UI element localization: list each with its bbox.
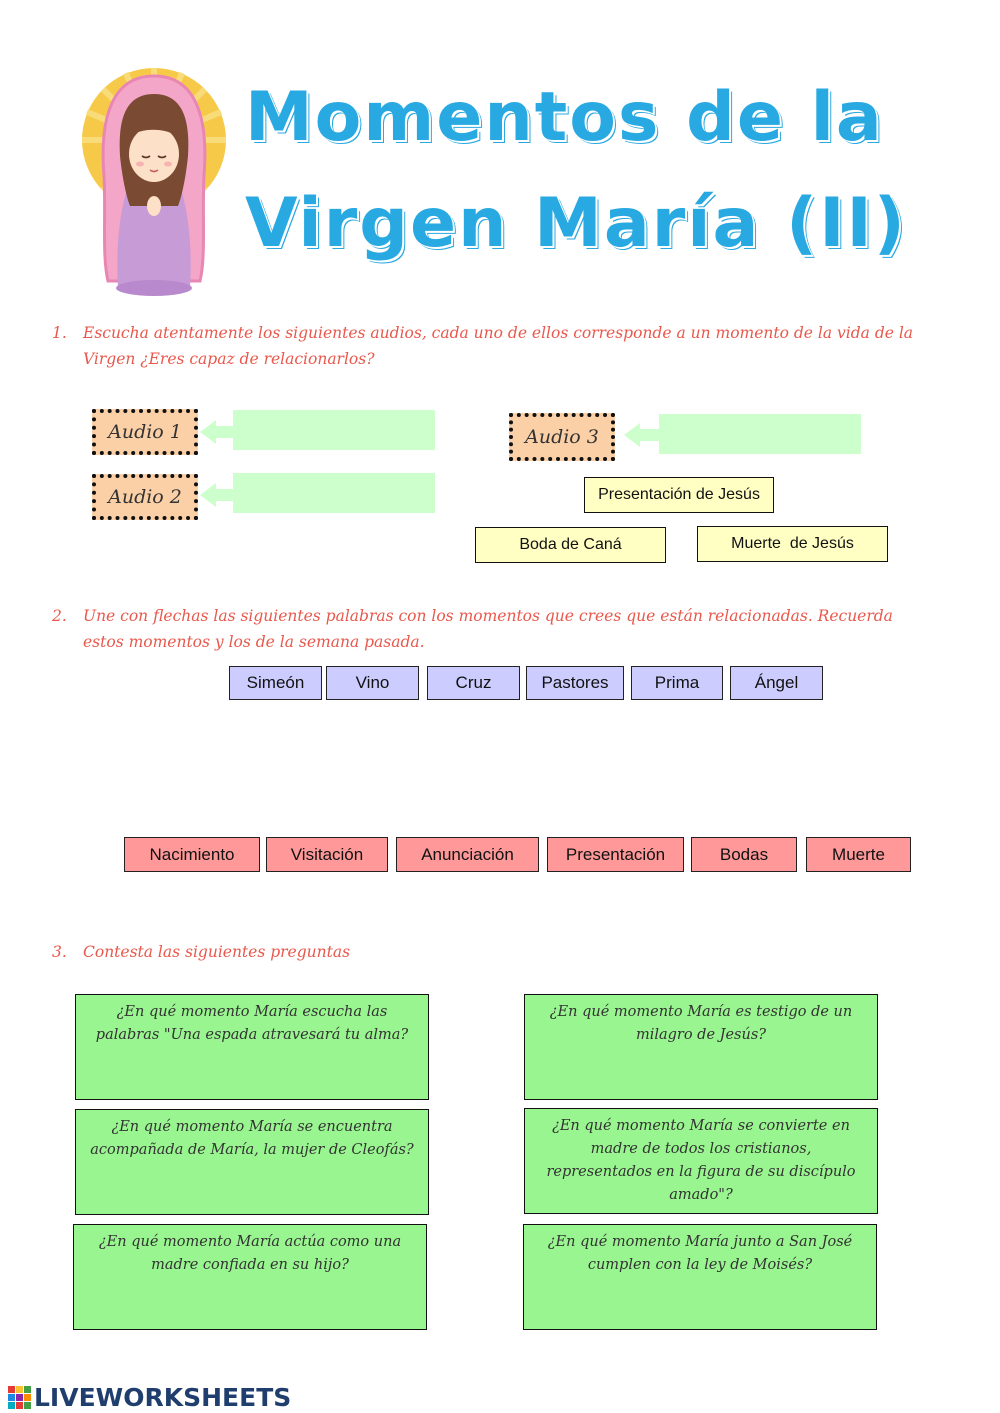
- audio-1-answer-field[interactable]: [233, 410, 435, 450]
- section1-instruction: 1. Escucha atentamente los siguientes au…: [52, 320, 932, 372]
- section2-text: Une con flechas las siguientes palabras …: [83, 607, 893, 651]
- audio-2-button[interactable]: Audio 2: [92, 474, 198, 520]
- question-3-box[interactable]: ¿En qué momento María se encuentra acomp…: [75, 1109, 429, 1215]
- arrow-left-icon: [200, 483, 236, 507]
- question-6-box[interactable]: ¿En qué momento María junto a San José c…: [523, 1224, 877, 1330]
- section3-number: 3.: [52, 943, 67, 961]
- word-angel[interactable]: Ángel: [730, 666, 823, 700]
- word-prima[interactable]: Prima: [631, 666, 723, 700]
- section3-text: Contesta las siguientes preguntas: [83, 943, 351, 961]
- option-presentacion-de-jesus: Presentación de Jesús: [584, 477, 774, 513]
- question-2-box[interactable]: ¿En qué momento María es testigo de un m…: [524, 994, 878, 1100]
- question-1-box[interactable]: ¿En qué momento María escucha las palabr…: [75, 994, 429, 1100]
- moment-bodas[interactable]: Bodas: [691, 837, 797, 872]
- audio-1-button[interactable]: Audio 1: [92, 409, 198, 455]
- section1-text: Escucha atentamente los siguientes audio…: [83, 324, 914, 368]
- section2-number: 2.: [52, 607, 67, 625]
- question-5-box[interactable]: ¿En qué momento María actúa como una mad…: [73, 1224, 427, 1330]
- logo-grid-icon: [8, 1386, 31, 1409]
- audio-3-button[interactable]: Audio 3: [509, 413, 615, 461]
- worksheet-title-line1: Momentos de la: [245, 78, 884, 157]
- worksheet-title-line2: Virgen María (II): [245, 184, 907, 263]
- word-vino[interactable]: Vino: [326, 666, 419, 700]
- arrow-left-icon: [624, 423, 660, 447]
- logo-brand-text: LIVEWORKSHEETS: [34, 1383, 292, 1412]
- virgin-mary-illustration: [82, 68, 226, 296]
- audio-2-answer-field[interactable]: [233, 473, 435, 513]
- liveworksheets-logo: LIVEWORKSHEETS: [8, 1383, 291, 1412]
- question-4-box[interactable]: ¿En qué momento María se convierte en ma…: [524, 1108, 878, 1214]
- section2-instruction: 2. Une con flechas las siguientes palabr…: [52, 603, 932, 655]
- moment-visitacion[interactable]: Visitación: [266, 837, 388, 872]
- section1-number: 1.: [52, 324, 67, 342]
- moment-nacimiento[interactable]: Nacimiento: [124, 837, 260, 872]
- option-muerte-de-jesus: Muerte de Jesús: [697, 526, 888, 562]
- word-simeon[interactable]: Simeón: [229, 666, 322, 700]
- arrow-left-icon: [200, 420, 236, 444]
- moment-anunciacion[interactable]: Anunciación: [396, 837, 539, 872]
- section3-instruction: 3. Contesta las siguientes preguntas: [52, 939, 932, 965]
- moment-presentacion[interactable]: Presentación: [547, 837, 684, 872]
- word-cruz[interactable]: Cruz: [427, 666, 520, 700]
- moment-muerte[interactable]: Muerte: [806, 837, 911, 872]
- option-boda-de-cana: Boda de Caná: [475, 527, 666, 563]
- word-pastores[interactable]: Pastores: [526, 666, 624, 700]
- audio-3-answer-field[interactable]: [659, 414, 861, 454]
